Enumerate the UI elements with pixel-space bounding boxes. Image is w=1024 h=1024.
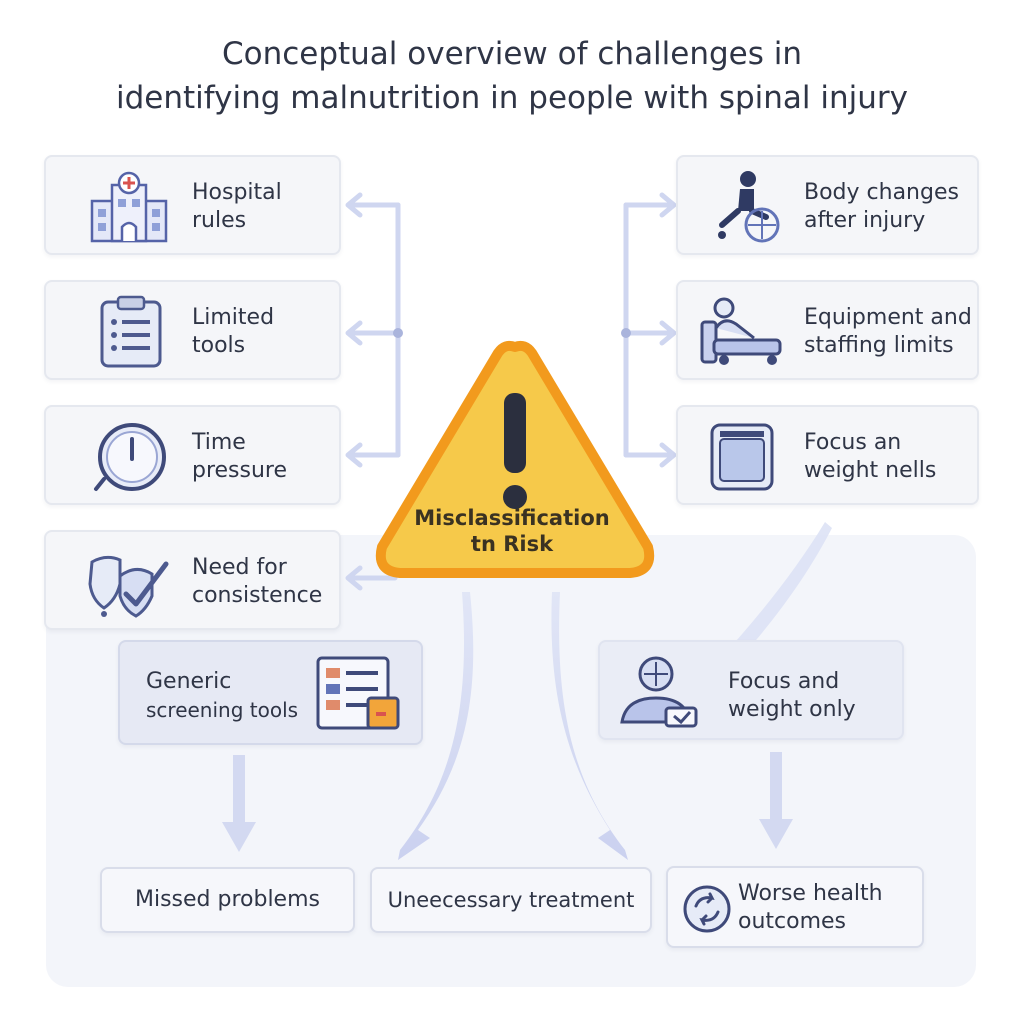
flow-arrow-left: [398, 592, 474, 860]
recycle-icon: [683, 885, 731, 933]
factor-label-line1: Focus an: [804, 430, 902, 455]
outcome-label: Uneecessary treatment: [387, 888, 635, 912]
scale-icon: [710, 423, 774, 491]
factor-card-limited-tools: Limited tools: [44, 280, 341, 380]
focus-label-line1: Focus and: [728, 669, 840, 694]
focus-label-line2: weight only: [728, 697, 856, 722]
focus-weight-only-card: Focus and weight only: [598, 640, 904, 740]
factor-card-equipment-staffing: Equipment and staffing limits: [676, 280, 979, 380]
wheelchair-icon: [718, 171, 780, 243]
clock-icon: [94, 423, 166, 491]
outcome-label-line1: Worse health: [738, 881, 883, 906]
screening-form-icon: [316, 656, 400, 730]
shield-check-icon: [88, 555, 169, 618]
title-line-2: identifying malnutrition in people with …: [116, 80, 908, 116]
factor-label-line1: Equipment and: [804, 305, 972, 330]
center-risk-label: Misclassification tn Risk: [390, 505, 634, 557]
factor-label-line2: after injury: [804, 208, 926, 233]
factor-card-hospital-rules: Hospital rules: [44, 155, 341, 255]
flow-arrow-center: [551, 592, 628, 860]
outcome-worse-health: Worse health outcomes: [666, 866, 924, 948]
outcome-label-line2: outcomes: [738, 909, 847, 934]
outcome-label: Missed problems: [134, 887, 320, 912]
clipboard-icon: [100, 295, 162, 368]
title-line-1: Conceptual overview of challenges in: [221, 36, 803, 72]
weighing-person-icon: [620, 656, 698, 728]
factor-label-line2: pressure: [192, 458, 288, 483]
down-arrows: [222, 752, 793, 852]
factor-label-line1: Limited: [192, 305, 275, 330]
generic-screening-card: Generic screening tools: [118, 640, 423, 745]
factor-label-line2: tools: [192, 333, 246, 358]
factor-card-focus-weight: Focus an weight nells: [676, 405, 979, 505]
outcome-missed-problems: Missed problems: [100, 867, 355, 933]
factor-label-line2: rules: [192, 208, 247, 233]
factor-label-line1: Body changes: [804, 180, 959, 205]
factor-card-body-changes: Body changes after injury: [676, 155, 979, 255]
factor-label-line2: staffing limits: [804, 333, 954, 358]
left-bracket-arrows: [345, 192, 401, 591]
factor-label-line2: weight nells: [804, 458, 937, 483]
exclamation-bar: [504, 393, 526, 473]
generic-label-line1: Generic: [146, 669, 232, 694]
hospital-icon: [90, 171, 168, 243]
factor-label-line1: Need for: [192, 555, 287, 580]
factor-card-consistence: Need for consistence: [44, 530, 341, 630]
patient-bed-icon: [700, 297, 782, 365]
right-junction-dot: [621, 328, 631, 338]
center-label-line2: tn Risk: [470, 532, 554, 556]
factor-card-time-pressure: Time pressure: [44, 405, 341, 505]
factor-label-line1: Hospital: [192, 180, 282, 205]
diagram-title: Conceptual overview of challenges in ide…: [0, 32, 1024, 120]
generic-label-line2: screening tools: [146, 698, 299, 722]
factor-label-line1: Time: [192, 430, 246, 455]
outcome-unnecessary-treatment: Uneecessary treatment: [370, 867, 652, 933]
warning-triangle: [375, 340, 655, 578]
factor-label-line2: consistence: [192, 583, 323, 608]
exclamation-dot: [503, 485, 527, 509]
center-label-line1: Misclassification: [414, 506, 610, 530]
left-junction-dot: [393, 328, 403, 338]
